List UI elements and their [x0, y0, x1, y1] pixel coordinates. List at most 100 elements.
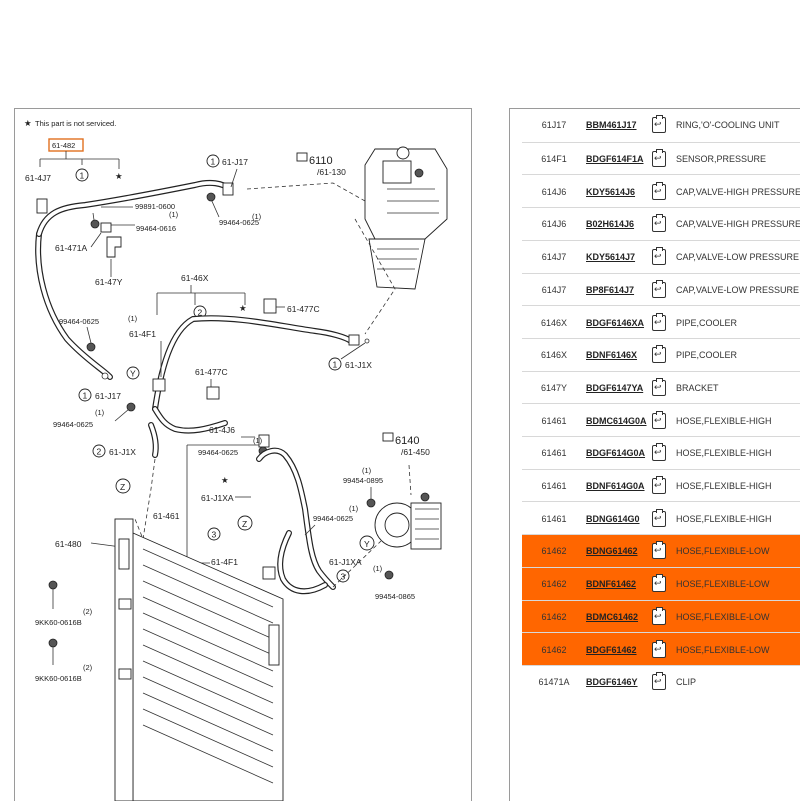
add-to-cart-icon[interactable]: ↩ [652, 247, 676, 266]
bracket-61-47Y [106, 236, 122, 258]
clipboard-arrow-icon[interactable]: ↩ [652, 181, 666, 200]
arrow-glyph: ↩ [654, 545, 662, 556]
clipboard-arrow-icon[interactable]: ↩ [652, 574, 666, 593]
add-to-cart-icon[interactable]: ↩ [652, 279, 676, 298]
add-to-cart-icon[interactable]: ↩ [652, 443, 676, 462]
svg-text:(1): (1) [128, 314, 138, 323]
add-to-cart-icon[interactable]: ↩ [652, 377, 676, 396]
add-to-cart-icon[interactable]: ↩ [652, 149, 676, 168]
arrow-glyph: ↩ [654, 316, 662, 327]
callout-61-482[interactable]: 61-482 [52, 141, 75, 150]
clipboard-arrow-icon[interactable]: ↩ [652, 312, 666, 331]
add-to-cart-icon[interactable]: ↩ [652, 476, 676, 495]
add-to-cart-icon[interactable]: ↩ [652, 410, 676, 429]
label-61-J1XA-b: 61-J1XA [329, 557, 362, 567]
clipboard-arrow-icon[interactable]: ↩ [652, 476, 666, 495]
add-to-cart-icon[interactable]: ↩ [652, 541, 676, 560]
clipboard-arrow-icon[interactable]: ↩ [652, 508, 666, 527]
part-number-link[interactable]: BDGF6147YA [586, 382, 644, 393]
arrow-glyph: ↩ [654, 381, 662, 392]
part-number-link[interactable]: BDMC614G0A [586, 415, 647, 426]
callout-circle-1 [75, 168, 89, 182]
callout-circle-y [126, 366, 140, 380]
svg-text:1: 1 [211, 157, 216, 167]
add-to-cart-icon[interactable]: ↩ [652, 214, 676, 233]
clipboard-arrow-icon[interactable]: ↩ [652, 541, 666, 560]
clipboard-arrow-icon[interactable]: ↩ [652, 115, 666, 134]
part-code: 61471A [538, 677, 570, 688]
clipboard-arrow-icon[interactable]: ↩ [652, 639, 666, 658]
part-number-link[interactable]: BP8F614J7 [586, 284, 635, 295]
part-number-link[interactable]: B02H614J6 [586, 219, 635, 230]
add-to-cart-icon[interactable]: ↩ [652, 639, 676, 658]
clipboard-arrow-icon[interactable]: ↩ [652, 279, 666, 298]
clipboard-arrow-icon[interactable]: ↩ [652, 606, 666, 625]
svg-text:(1): (1) [373, 564, 383, 573]
clipboard-arrow-icon[interactable]: ↩ [652, 214, 666, 233]
svg-text:(1): (1) [253, 436, 263, 445]
part-code: 6146X [540, 350, 568, 361]
part-number-link[interactable]: BDGF614F1A [586, 154, 644, 165]
part-number-link[interactable]: BDGF61462 [586, 644, 637, 655]
add-to-cart-icon[interactable]: ↩ [652, 672, 676, 691]
not-serviced-star-icon: ★ [239, 303, 247, 313]
clipboard-arrow-icon[interactable]: ↩ [652, 443, 666, 462]
part-code: 61461 [541, 481, 567, 492]
part-code: 61461 [541, 513, 567, 524]
add-to-cart-icon[interactable]: ↩ [652, 574, 676, 593]
part-number-link[interactable]: BDNG61462 [586, 546, 638, 557]
add-to-cart-icon[interactable]: ↩ [652, 181, 676, 200]
add-to-cart-icon[interactable]: ↩ [652, 345, 676, 364]
part-number-link[interactable]: BDNF61462 [586, 579, 637, 590]
part-number-link[interactable]: BDNF614G0A [586, 481, 645, 492]
part-number-link[interactable]: BDNG614G0 [586, 513, 640, 524]
part-number-link[interactable]: BDMC61462 [586, 611, 639, 622]
reference-arrow-icon [296, 152, 308, 162]
label-99891-0600: 99891-0600 [135, 202, 175, 211]
add-to-cart-icon[interactable]: ↩ [652, 115, 676, 134]
clipboard-arrow-icon[interactable]: ↩ [652, 672, 666, 691]
callout-circle-3b [336, 569, 350, 583]
label-61-47Y: 61-47Y [95, 277, 123, 287]
condenser [114, 518, 284, 801]
clipboard-arrow-icon[interactable]: ↩ [652, 149, 666, 168]
add-to-cart-icon[interactable]: ↩ [652, 606, 676, 625]
part-number-link[interactable]: KDY5614J7 [586, 252, 636, 263]
clipboard-arrow-icon[interactable]: ↩ [652, 345, 666, 364]
clipboard-arrow-icon[interactable]: ↩ [652, 247, 666, 266]
svg-text:(1): (1) [169, 210, 179, 219]
not-serviced-star-icon: ★ [115, 171, 123, 181]
clipboard-arrow-icon[interactable]: ↩ [652, 410, 666, 429]
add-to-cart-icon[interactable]: ↩ [652, 312, 676, 331]
part-number-link[interactable]: BDGF6146XA [586, 317, 645, 328]
part-number-link[interactable]: BDGF6146Y [586, 677, 638, 688]
arrow-glyph: ↩ [654, 447, 662, 458]
part-number-link[interactable]: KDY5614J6 [586, 186, 636, 197]
part-number-link[interactable]: BBM461J17 [586, 120, 637, 131]
part-number-link[interactable]: BDGF614G0A [586, 448, 646, 459]
clipboard-arrow-icon[interactable]: ↩ [652, 377, 666, 396]
part-number-link[interactable]: BDNF6146X [586, 350, 638, 361]
add-to-cart-icon[interactable]: ↩ [652, 508, 676, 527]
part-code: 614F1 [541, 154, 567, 165]
diagram-canvas: ★ This part is not serviced. 61-482 ★ 61… [24, 118, 448, 801]
